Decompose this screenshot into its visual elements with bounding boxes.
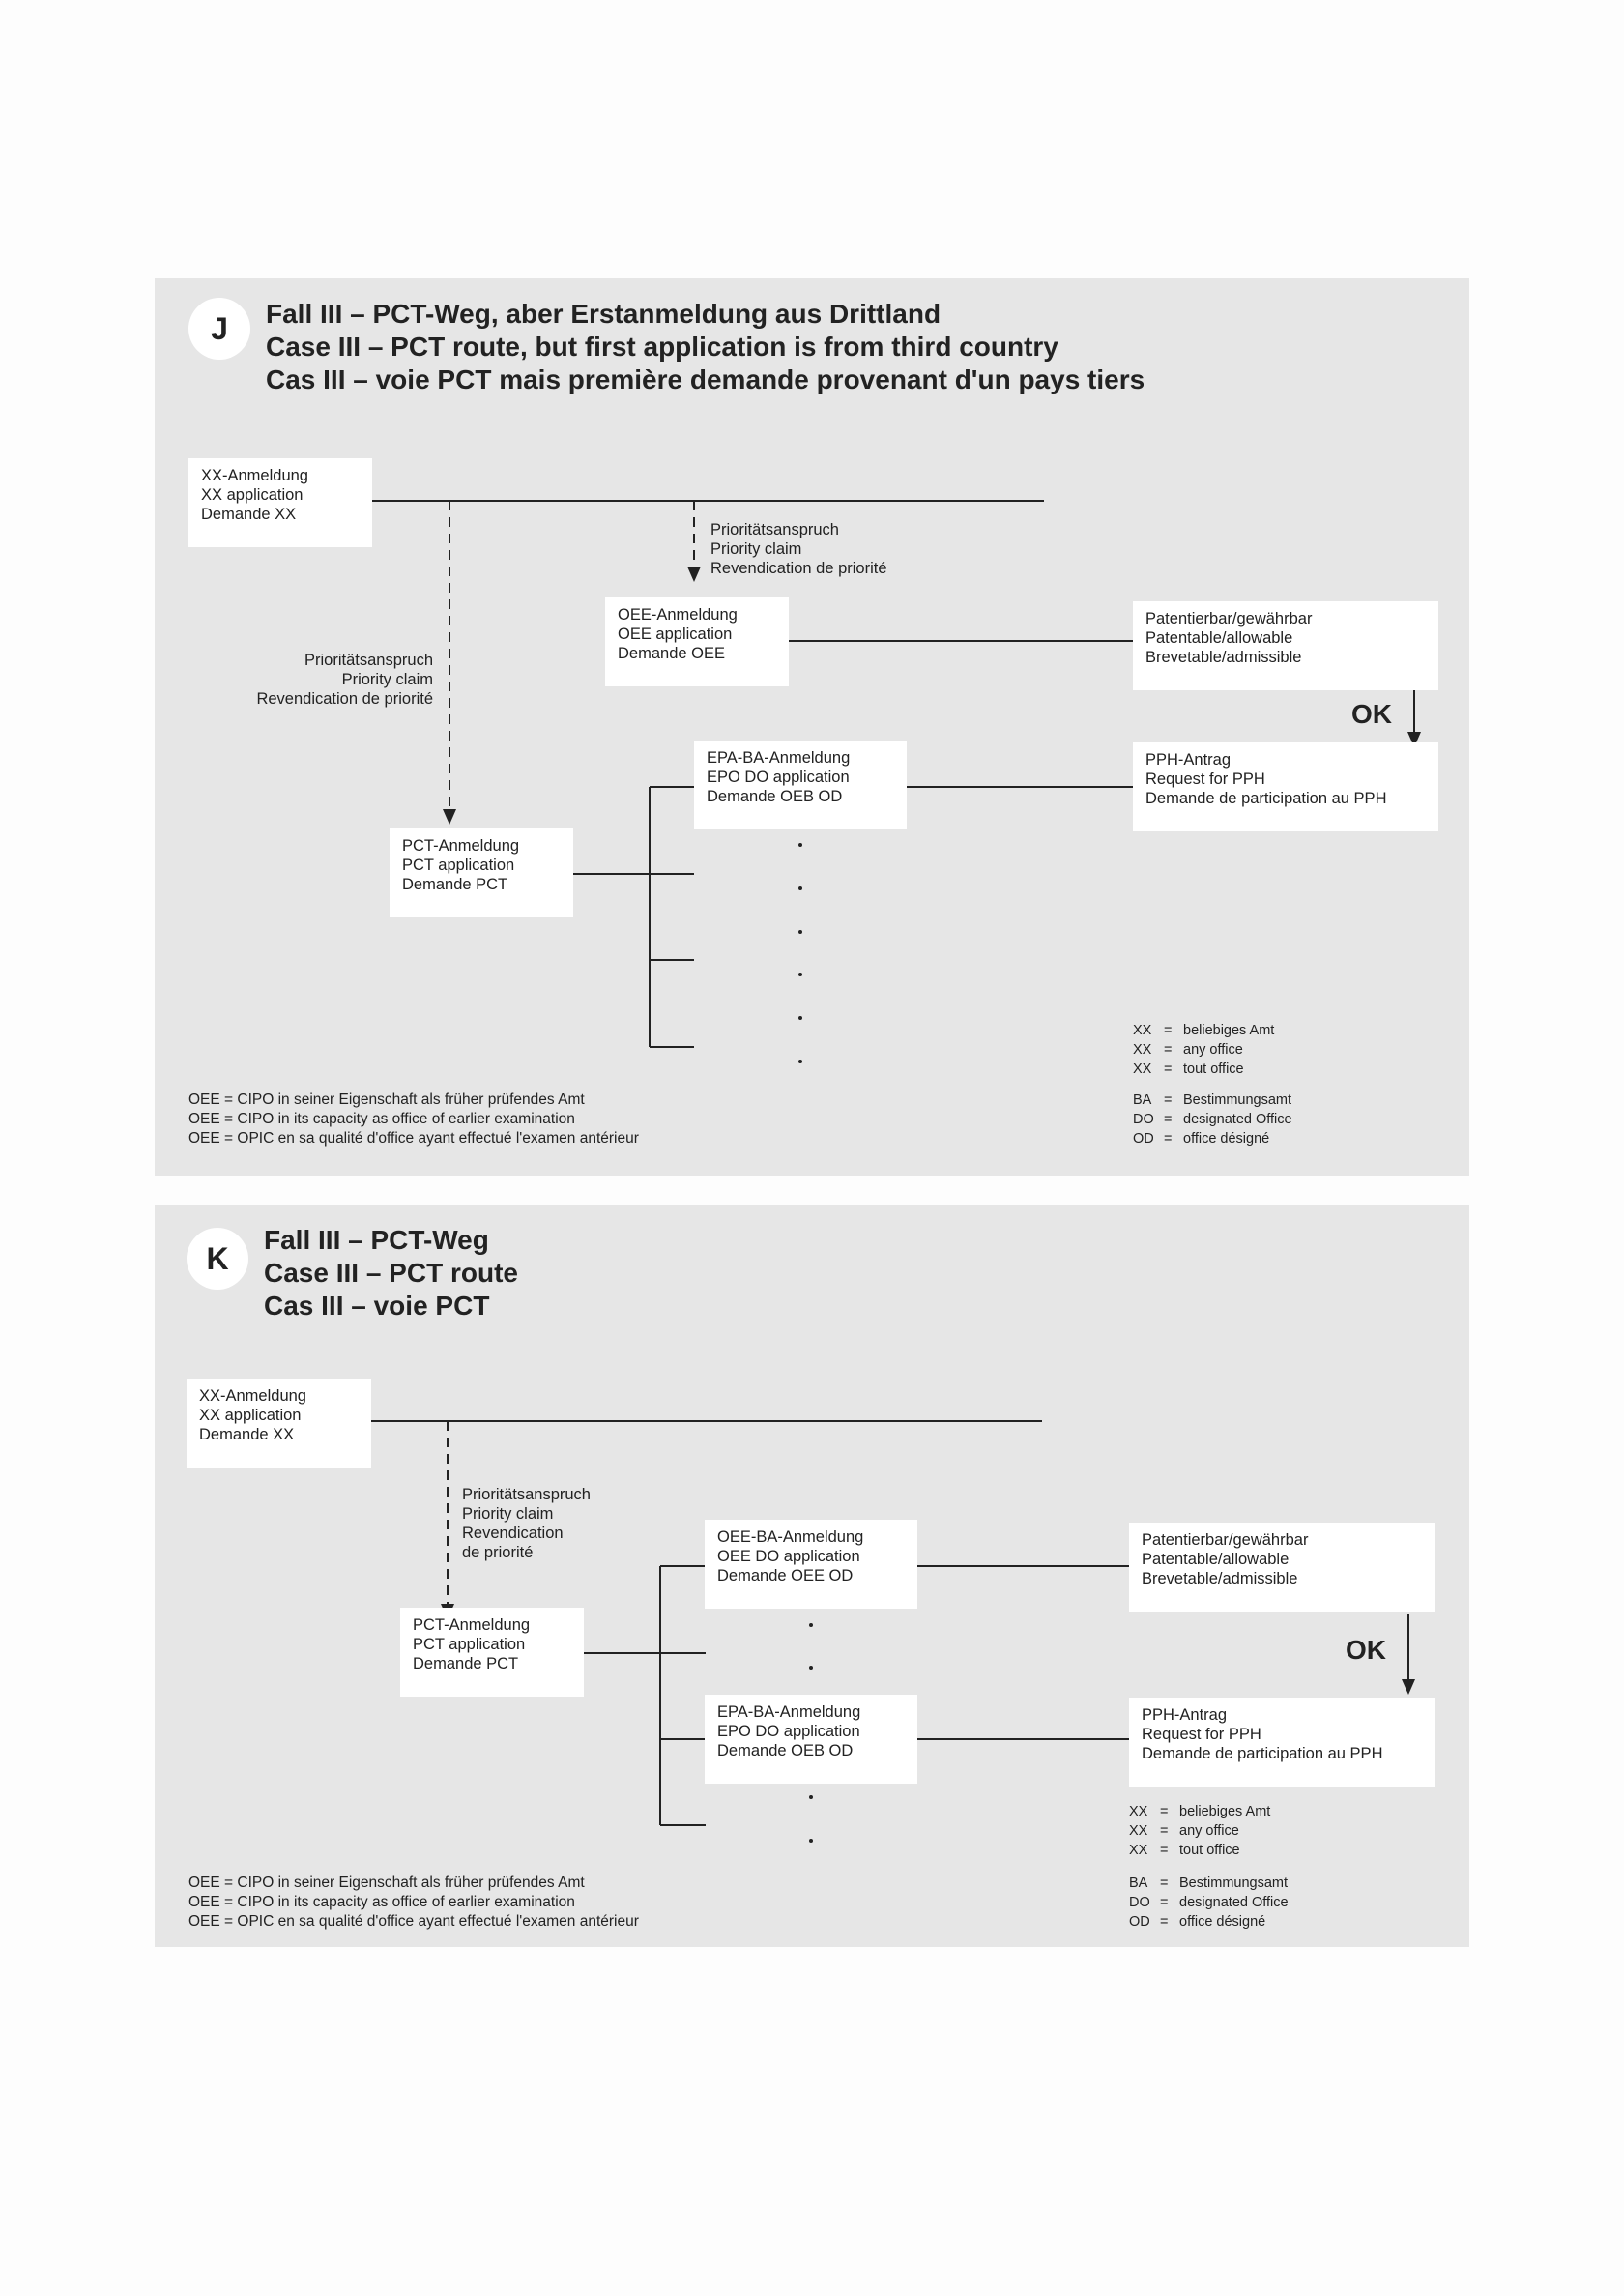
ellipsis-dot (809, 1795, 813, 1799)
priority-claim-label-top: Prioritätsanspruch Priority claim Revend… (710, 521, 887, 577)
oee-do-application-box: OEE-BA-Anmeldung OEE DO application Dema… (705, 1520, 917, 1609)
priority-claim-label-left: Prioritätsanspruch Priority claim Revend… (256, 652, 433, 708)
arrow-head (1402, 1679, 1415, 1695)
ellipsis-dot (798, 1060, 802, 1063)
pph-request-box: PPH-Antrag Request for PPH Demande de pa… (1129, 1698, 1435, 1787)
connector-lines (372, 500, 1421, 1048)
legend-ba: BA=Bestimmungsamt DO=designated Office O… (1129, 1875, 1289, 1930)
patentable-box: Patentierbar/gewährbar Patentable/allowa… (1133, 601, 1438, 690)
pph-request-box: PPH-Antrag Request for PPH Demande de pa… (1133, 742, 1438, 831)
panel-j: J Fall III – PCT-Weg, aber Erstanmeldung… (155, 278, 1469, 1176)
xx-application-box: XX-Anmeldung XX application Demande XX (187, 1379, 371, 1468)
ok-label: OK (1351, 699, 1392, 729)
pct-application-box: PCT-Anmeldung PCT application Demande PC… (390, 828, 573, 917)
ellipsis-dot (798, 886, 802, 890)
ok-label: OK (1346, 1635, 1386, 1665)
ellipsis-dot (798, 973, 802, 976)
ellipsis-dot (798, 843, 802, 847)
epo-do-application-box: EPA-BA-Anmeldung EPO DO application Dema… (705, 1695, 917, 1784)
oee-application-box: OEE-Anmeldung OEE application Demande OE… (605, 597, 789, 686)
pct-application-box: PCT-Anmeldung PCT application Demande PC… (400, 1608, 584, 1697)
ellipsis-dot (809, 1839, 813, 1843)
priority-claim-label: Prioritätsanspruch Priority claim Revend… (462, 1486, 591, 1561)
xx-application-box: XX-Anmeldung XX application Demande XX (188, 458, 372, 547)
legend-ba: BA=Bestimmungsamt DO=designated Office O… (1133, 1092, 1292, 1147)
arrow-head (443, 809, 456, 825)
arrow-head (687, 567, 701, 582)
ellipsis-dot (809, 1666, 813, 1670)
ellipsis-dot (809, 1623, 813, 1627)
panel-badge: K (187, 1228, 248, 1290)
panel-k: K Fall III – PCT-Weg Case III – PCT rout… (155, 1205, 1469, 1947)
patentable-box: Patentierbar/gewährbar Patentable/allowa… (1129, 1523, 1435, 1612)
ellipsis-dot (798, 930, 802, 934)
panel-title: Fall III – PCT-Weg Case III – PCT route … (264, 1225, 518, 1321)
panel-title: Fall III – PCT-Weg, aber Erstanmeldung a… (266, 299, 1146, 394)
connector-lines (371, 1420, 1415, 1826)
panel-badge: J (188, 298, 250, 360)
epo-do-application-box: EPA-BA-Anmeldung EPO DO application Dema… (694, 741, 907, 829)
legend-xx: XX=beliebiges Amt XX=any office XX=tout … (1129, 1804, 1271, 1858)
legend-oee: OEE = CIPO in seiner Eigenschaft als frü… (188, 1875, 639, 1930)
arrow-head (1407, 732, 1421, 747)
ellipsis-dot (798, 1016, 802, 1020)
legend-oee: OEE = CIPO in seiner Eigenschaft als frü… (188, 1091, 639, 1147)
legend-xx: XX=beliebiges Amt XX=any office XX=tout … (1133, 1023, 1275, 1077)
